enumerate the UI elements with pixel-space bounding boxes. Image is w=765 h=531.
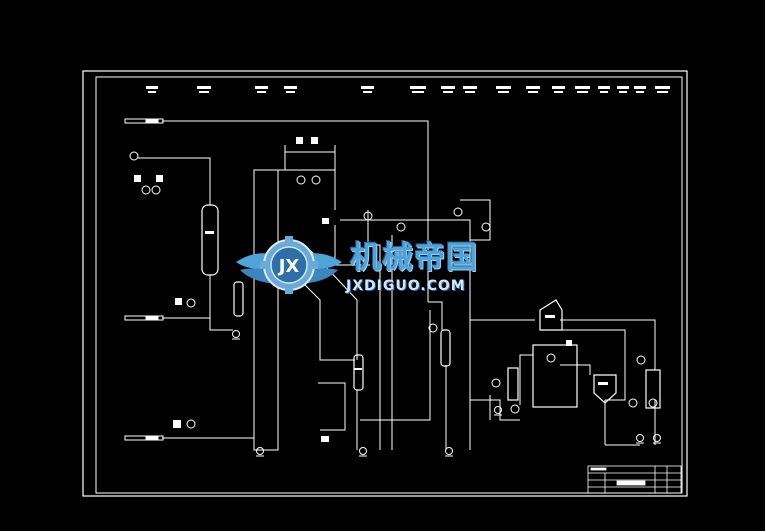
pumps [232, 330, 661, 457]
heat-exchanger-right [440, 329, 451, 367]
inner-frame [95, 76, 683, 494]
equipment-header-labels [146, 86, 670, 93]
process-lines [138, 120, 656, 451]
winged-gear-logo-icon: JX [236, 236, 342, 294]
reactor-top [539, 299, 563, 331]
small-tank [507, 367, 519, 401]
instrument-balloons [129, 151, 658, 429]
heat-exchanger-left [233, 281, 244, 317]
instrument-boxes [134, 137, 572, 442]
feed-inlets [124, 118, 164, 441]
vessel-labels [205, 231, 608, 385]
flash-drum [593, 374, 617, 404]
outer-frame [82, 70, 688, 497]
watermark-title: 机械帝国 [350, 240, 478, 276]
vessels [201, 204, 661, 409]
logo-text: JX [277, 256, 300, 277]
column-vessel-left [201, 204, 219, 276]
watermark-subtitle: JXDIGUO.COM [346, 278, 466, 294]
title-block [587, 465, 682, 494]
right-column [645, 369, 661, 409]
heat-exchanger-middle [353, 354, 364, 391]
reactor-vessel [532, 344, 578, 408]
